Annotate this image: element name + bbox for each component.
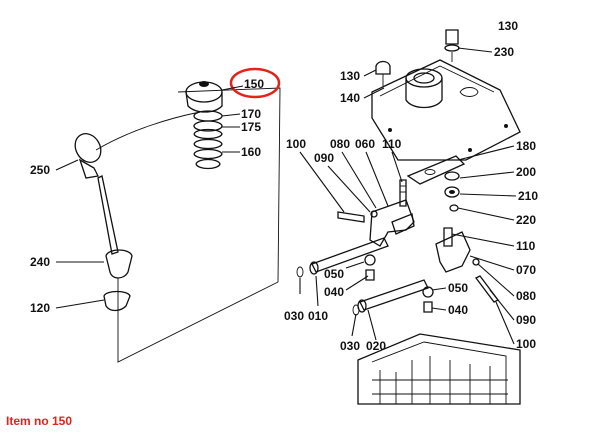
label-060[interactable]: 060 [355,137,375,151]
item-caption: Item no 150 [6,414,73,428]
label-120[interactable]: 120 [30,301,50,315]
item-150-highlight-circle [229,67,281,99]
label-110-right[interactable]: 110 [516,239,536,253]
label-040-left[interactable]: 040 [324,285,344,299]
label-175[interactable]: 175 [241,120,261,134]
leader-lines [55,47,517,345]
label-080-left[interactable]: 080 [330,137,350,151]
label-220[interactable]: 220 [516,213,536,227]
label-090-left[interactable]: 090 [314,151,334,165]
label-100-right[interactable]: 100 [516,337,536,351]
label-240[interactable]: 240 [30,255,50,269]
label-140[interactable]: 140 [340,91,360,105]
label-150[interactable]: 150 [244,77,264,91]
label-160[interactable]: 160 [241,145,261,159]
label-210[interactable]: 210 [518,189,538,203]
lock-plate-parts [406,155,466,212]
label-020[interactable]: 020 [366,339,386,353]
label-070[interactable]: 070 [516,263,536,277]
label-200[interactable]: 200 [516,165,536,179]
label-170[interactable]: 170 [241,107,261,121]
label-100-left[interactable]: 100 [286,137,306,151]
label-250[interactable]: 250 [30,163,50,177]
shift-rods [296,237,434,316]
assembly-frame [117,87,281,363]
shift-fork-left [337,179,415,247]
label-050-right[interactable]: 050 [448,281,468,295]
label-010[interactable]: 010 [308,309,328,323]
label-130-top[interactable]: 130 [498,19,518,33]
label-040-right[interactable]: 040 [448,303,468,317]
label-080-right[interactable]: 080 [516,289,536,303]
label-130[interactable]: 130 [340,69,360,83]
label-230[interactable]: 230 [494,45,514,59]
transmission-case [357,333,521,405]
label-110-left[interactable]: 110 [382,137,402,151]
label-090-right[interactable]: 090 [516,313,536,327]
shift-cover [371,29,521,161]
label-030-left[interactable]: 030 [284,309,304,323]
gear-shift-cap-assembly [185,81,223,170]
label-180[interactable]: 180 [516,139,536,153]
label-030-right[interactable]: 030 [340,339,360,353]
part-labels: 150 170 175 160 250 240 120 130 230 130 … [30,19,538,353]
shift-lever [74,111,201,312]
label-050-left[interactable]: 050 [324,267,344,281]
